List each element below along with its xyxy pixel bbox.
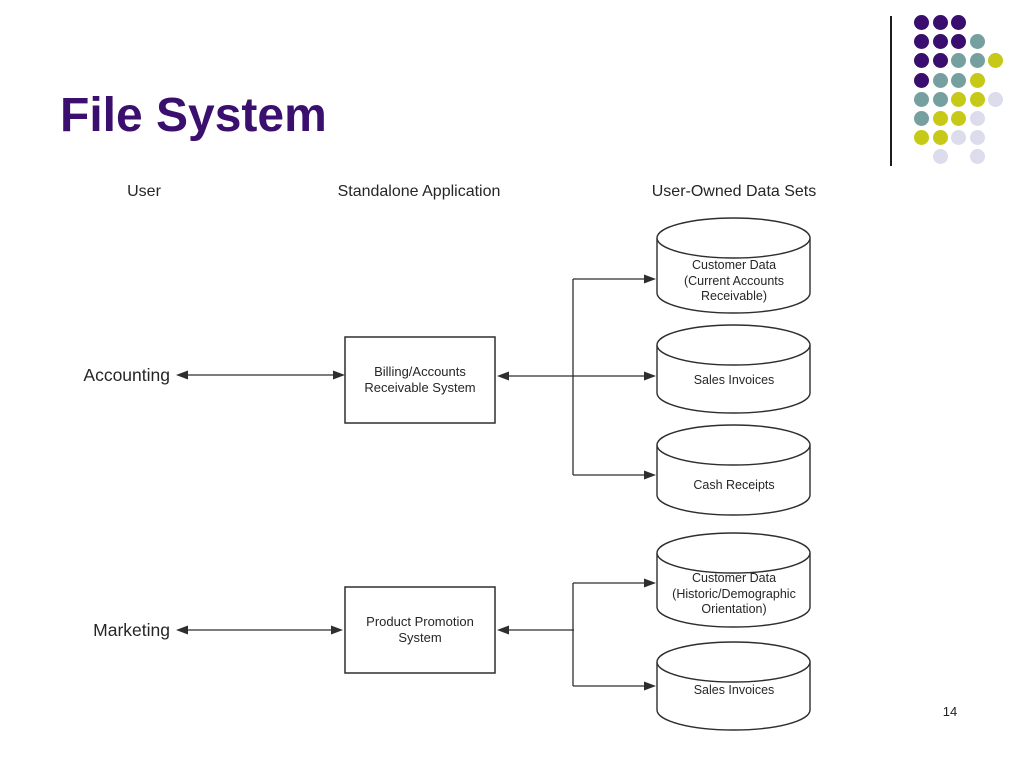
column-header-user: User [127, 183, 161, 200]
decorative-dot [969, 149, 985, 165]
decorative-dot [951, 91, 966, 107]
decorative-dot [988, 53, 1003, 69]
decorative-dot [932, 130, 948, 146]
dataset-label-customer-data-historic: Customer Data (Historic/Demographic Orie… [672, 571, 796, 616]
user-label-accounting: Accounting [83, 365, 170, 385]
decorative-dot [914, 111, 929, 126]
decorative-dot [932, 149, 948, 165]
decorative-dot [969, 53, 985, 69]
decorative-dot [951, 130, 966, 146]
column-header-user-owned-data-sets: User-Owned Data Sets [651, 183, 817, 200]
decorative-dot [932, 34, 948, 50]
decorative-dot [932, 91, 948, 107]
decorative-dot [969, 34, 985, 50]
cylinder-customer-data-current [656, 217, 811, 314]
decorative-dot [969, 72, 985, 88]
decorative-dot [932, 15, 948, 30]
decorative-dot [932, 72, 948, 88]
dot-grid [914, 15, 1024, 175]
billing-system-box [344, 336, 496, 424]
decorative-dot [914, 53, 929, 69]
decorative-dot [969, 91, 985, 107]
column-header-standalone-application: Standalone Application [337, 183, 501, 200]
decorative-dot [932, 111, 948, 126]
decorative-dot [951, 111, 966, 126]
accounting-branch-line [572, 274, 656, 480]
decorative-dot [914, 34, 929, 50]
decorative-dot [914, 91, 929, 107]
dataset-label-customer-data-current: Customer Data (Current Accounts Receivab… [683, 258, 785, 303]
decorative-dot [951, 72, 966, 88]
vertical-divider-line [890, 16, 892, 166]
cylinder-sales-invoices-accounting [656, 324, 811, 414]
decorative-dot [988, 91, 1003, 107]
dataset-label-sales-invoices-accounting: Sales Invoices [693, 373, 775, 387]
decorative-dot [951, 34, 966, 50]
accounting-app-arrow [176, 370, 345, 380]
cylinder-cash-receipts [656, 424, 811, 516]
slide-title: File System [60, 89, 327, 142]
product-promotion-box [344, 586, 496, 674]
decorative-dot [914, 15, 929, 30]
decorative-dot [932, 53, 948, 69]
dataset-label-sales-invoices-marketing: Sales Invoices [693, 683, 775, 697]
app-dataset-arrow-marketing [497, 625, 574, 635]
page-number: 14 [942, 704, 958, 719]
decorative-dot [914, 72, 929, 88]
billing-system-label: Billing/Accounts Receivable System [364, 364, 476, 395]
decorative-dot [914, 130, 929, 146]
decorative-dot [951, 15, 966, 30]
marketing-branch-line [572, 578, 656, 691]
decorative-dot [951, 53, 966, 69]
marketing-app-arrow [176, 625, 343, 635]
product-promotion-label: Product Promotion System [366, 614, 474, 645]
cylinder-sales-invoices-marketing [656, 641, 811, 731]
decorative-dot [969, 111, 985, 126]
dataset-label-cash-receipts: Cash Receipts [693, 478, 775, 492]
decorative-dot [969, 130, 985, 146]
user-label-marketing: Marketing [93, 620, 170, 640]
cylinder-customer-data-historic [656, 532, 811, 628]
app-dataset-arrow-accounting [497, 371, 656, 381]
